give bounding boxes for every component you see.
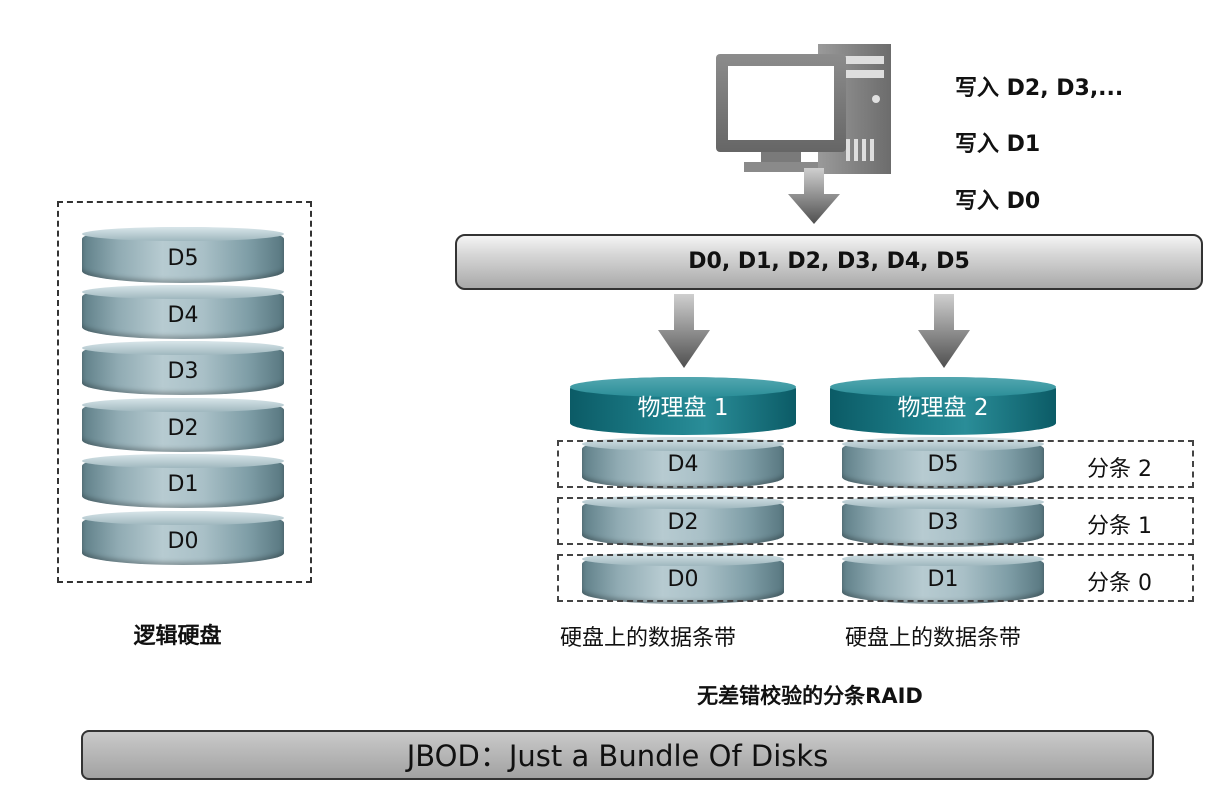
down-arrow-icon [788, 168, 840, 224]
physical-disk-2-header: 物理盘 2 [830, 377, 1056, 435]
logical-block-d3: D3 [82, 341, 284, 395]
write-label-d1: 写入 D1 [955, 132, 1041, 157]
write-label-d2-d3: 写入 D2, D3,... [955, 76, 1124, 101]
logical-block-d4: D4 [82, 285, 284, 339]
logical-disk-frame [57, 201, 312, 583]
disk1-caption: 硬盘上的数据条带 [560, 626, 737, 651]
write-label-d0: 写入 D0 [955, 189, 1041, 214]
stripe-row-0 [557, 554, 1194, 602]
logical-block-d1: D1 [82, 454, 284, 508]
stripe-row-2 [557, 440, 1194, 488]
down-arrow-icon [658, 294, 710, 368]
logical-block-d0: D0 [82, 511, 284, 565]
stripe-label-2: 分条 2 [1087, 457, 1152, 482]
data-bus-bar: D0, D1, D2, D3, D4, D5 [455, 234, 1203, 290]
down-arrow-icon [918, 294, 970, 368]
stripe-label-1: 分条 1 [1087, 514, 1152, 539]
disk2-block-d1: D1 [842, 552, 1044, 604]
jbod-banner: JBOD：Just a Bundle Of Disks [81, 730, 1154, 780]
raid-label: 无差错校验的分条RAID [697, 684, 923, 708]
computer-icon [716, 44, 891, 174]
stripe-row-1 [557, 497, 1194, 545]
disk1-block-d4: D4 [582, 437, 784, 489]
logical-block-d5: D5 [82, 227, 284, 283]
disk2-caption: 硬盘上的数据条带 [845, 626, 1022, 651]
physical-disk-1-header: 物理盘 1 [570, 377, 796, 435]
stripe-label-0: 分条 0 [1087, 571, 1152, 596]
logical-disk-label: 逻辑硬盘 [133, 624, 222, 649]
logical-block-d2: D2 [82, 398, 284, 452]
